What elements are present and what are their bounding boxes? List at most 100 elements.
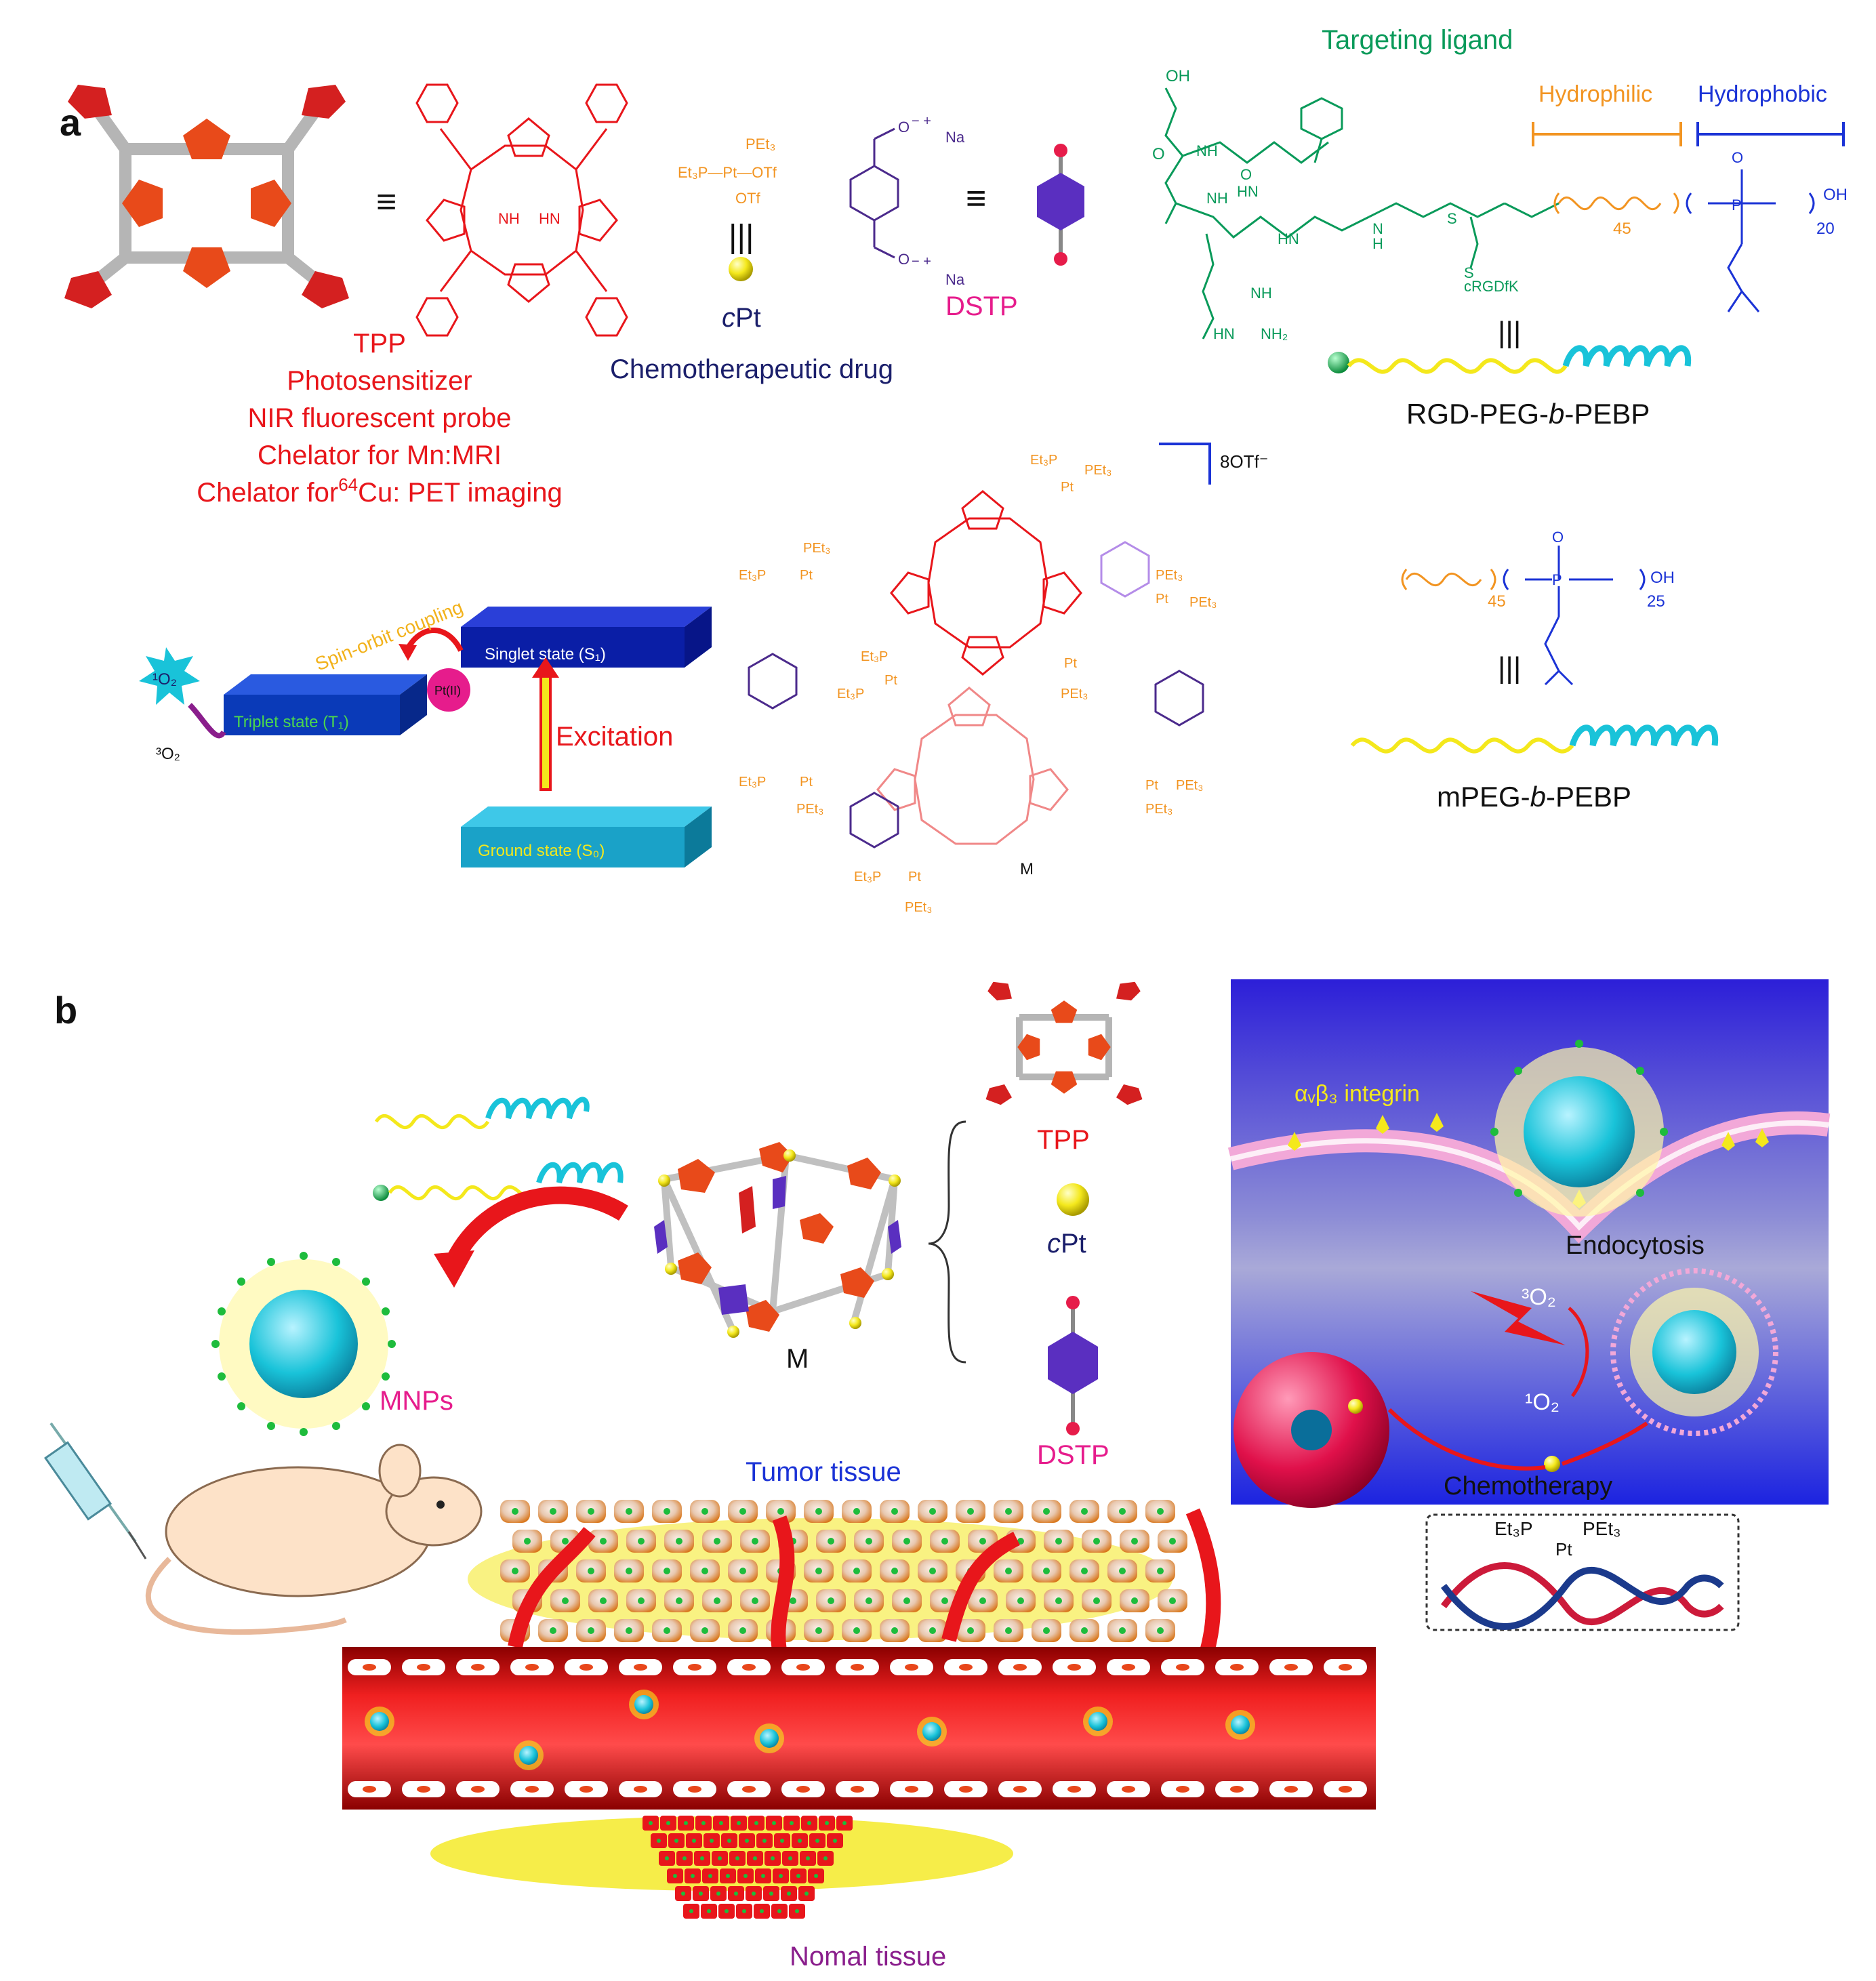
circulating-mnp <box>1083 1707 1113 1736</box>
tumor-cell <box>804 1619 834 1642</box>
normal-cell <box>678 1816 694 1831</box>
dstp-structure: O O − + Na − + Na <box>849 114 965 288</box>
svg-text:Pt: Pt <box>908 870 921 884</box>
normal-tissue-label: Nomal tissue <box>790 1942 946 1972</box>
tumor-cell <box>804 1559 834 1582</box>
mnp-particle <box>211 1252 396 1436</box>
tumor-cell <box>702 1589 732 1612</box>
circulating-mnp <box>365 1707 394 1736</box>
svg-text:S: S <box>1464 264 1474 281</box>
svg-text:¹O₂: ¹O₂ <box>1525 1389 1559 1415</box>
normal-cell <box>693 1886 709 1901</box>
normal-cell <box>774 1833 790 1848</box>
svg-text:PEt₃: PEt₃ <box>1583 1518 1621 1539</box>
normal-cell <box>712 1851 728 1866</box>
tumor-cell <box>690 1619 720 1642</box>
normal-cell <box>764 1851 781 1866</box>
tumor-cell <box>576 1619 606 1642</box>
svg-text:NH: NH <box>498 210 520 227</box>
svg-text:Et₃P—Pt—OTf: Et₃P—Pt—OTf <box>678 164 777 181</box>
svg-text:³O₂: ³O₂ <box>1522 1284 1556 1310</box>
tumor-cell <box>728 1559 758 1582</box>
assembly-arrow <box>446 1186 628 1265</box>
circulating-mnp <box>1225 1710 1255 1740</box>
normal-cell <box>737 1868 754 1883</box>
endothelial-cell <box>565 1659 608 1675</box>
tumor-cell <box>1082 1589 1112 1612</box>
tumor-cell <box>614 1559 644 1582</box>
svg-text:Pt: Pt <box>884 673 897 688</box>
svg-text:Pt: Pt <box>800 775 813 790</box>
svg-text:PEt₃: PEt₃ <box>1156 568 1183 583</box>
normal-cell <box>827 1833 843 1848</box>
tumor-cell <box>664 1530 694 1553</box>
normal-cell <box>819 1816 835 1831</box>
mnps-label: MNPs <box>380 1386 453 1416</box>
endothelial-cell <box>619 1659 662 1675</box>
endothelial-cell <box>998 1659 1042 1675</box>
svg-text:Pt: Pt <box>800 568 813 583</box>
tumor-cell <box>1145 1500 1175 1523</box>
cpt-structure: PEt₃ Et₃P—Pt—OTf OTf <box>678 136 777 207</box>
svg-text:P: P <box>1732 197 1742 213</box>
svg-text:P: P <box>1552 571 1562 588</box>
tumor-vessels <box>508 1508 1221 1656</box>
svg-text:PEt₃: PEt₃ <box>1145 802 1172 817</box>
photophysics-diagram: Singlet state (S₁) Triplet state (T₁) Gr… <box>139 596 712 867</box>
svg-text:≡: ≡ <box>376 182 396 222</box>
tpp-structure: NH HN <box>415 83 628 337</box>
svg-text:Et₃P: Et₃P <box>739 568 766 583</box>
endothelial-cell <box>348 1781 391 1797</box>
tumor-cell <box>918 1619 947 1642</box>
tumor-cell <box>880 1500 910 1523</box>
svg-text:Pt: Pt <box>1061 480 1074 495</box>
normal-cell <box>695 1816 712 1831</box>
svg-text:Et₃P: Et₃P <box>861 649 888 664</box>
normal-cell <box>686 1833 702 1848</box>
ground-state-box <box>461 827 685 867</box>
tumor-cell <box>614 1619 644 1642</box>
tumor-cell <box>930 1530 960 1553</box>
polymer-chains <box>373 1097 624 1201</box>
svg-text:NH: NH <box>1196 142 1218 159</box>
tumor-cell <box>538 1619 568 1642</box>
hydrophilic-bracket <box>1532 122 1682 146</box>
endothelial-cell <box>1161 1781 1204 1797</box>
endothelial-cell <box>836 1781 879 1797</box>
tumor-cell <box>538 1500 568 1523</box>
tumor-cell <box>1107 1619 1137 1642</box>
svg-text:PEt₃: PEt₃ <box>1189 595 1217 610</box>
svg-text:PEt₃: PEt₃ <box>1176 778 1203 793</box>
endothelial-cell <box>1269 1659 1313 1675</box>
svg-text:PEt₃: PEt₃ <box>905 900 932 915</box>
svg-text:PEt₃: PEt₃ <box>796 802 823 817</box>
normal-cell <box>694 1851 710 1866</box>
cage-label: M <box>1020 860 1034 878</box>
components-brace <box>928 1120 966 1364</box>
b-cpt-ball <box>1057 1183 1089 1216</box>
svg-text:NH₂: NH₂ <box>1261 325 1288 342</box>
tumor-cell <box>690 1500 720 1523</box>
normal-cell <box>643 1816 659 1831</box>
tumor-cell <box>588 1530 618 1553</box>
b-tpp-label: TPP <box>1037 1125 1090 1155</box>
tpp-3d-model <box>64 85 349 308</box>
endothelial-cell <box>836 1659 879 1675</box>
tumor-cell <box>614 1500 644 1523</box>
endothelial-cell <box>1324 1659 1367 1675</box>
tpp-small-model <box>985 981 1143 1105</box>
svg-text:|||: ||| <box>729 219 754 255</box>
svg-text:Et₃P: Et₃P <box>1494 1518 1533 1539</box>
endothelial-cell <box>1324 1781 1367 1797</box>
svg-text:Et₃P: Et₃P <box>739 775 766 790</box>
tumor-cell <box>500 1559 530 1582</box>
endothelial-cell <box>619 1781 662 1797</box>
mpeg-structure: 45 O P 25 OH <box>1401 529 1675 686</box>
endothelial-cell <box>890 1659 933 1675</box>
circulating-mnp <box>514 1740 544 1770</box>
tumor-cell <box>918 1500 947 1523</box>
normal-cell <box>747 1851 763 1866</box>
counterion-label: 8OTf⁻ <box>1220 451 1269 472</box>
normal-cell <box>668 1833 685 1848</box>
